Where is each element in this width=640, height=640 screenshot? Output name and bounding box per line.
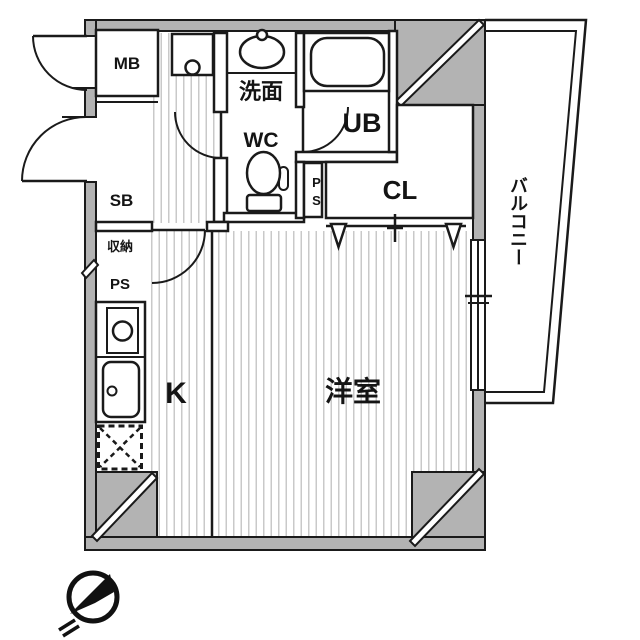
room-label-balcony: バルコニー bbox=[508, 175, 528, 266]
door-swing-mb bbox=[32, 34, 88, 91]
room-label-ps-lower: PS bbox=[109, 276, 130, 293]
washing-machine-icon bbox=[170, 32, 215, 77]
room-label-senmen: 洗面 bbox=[238, 79, 283, 104]
door-swing-kitchen bbox=[151, 228, 206, 284]
partitions bbox=[94, 29, 475, 537]
closet-folding-door bbox=[326, 214, 466, 252]
bathtub-icon bbox=[302, 31, 391, 93]
refrigerator-space-icon bbox=[97, 424, 143, 471]
room-label-yoshitsu: 洋室 bbox=[324, 376, 381, 407]
room-label-kitchen: K bbox=[165, 377, 187, 410]
room-label-sb: SB bbox=[109, 191, 134, 210]
room-label-ub: UB bbox=[342, 108, 382, 138]
compass-icon bbox=[58, 570, 120, 638]
room-label-wc: WC bbox=[243, 129, 279, 152]
window bbox=[465, 239, 492, 391]
room-label-ps-upper: PS bbox=[309, 175, 324, 211]
door-swing-bathroom bbox=[301, 106, 349, 153]
toilet-icon bbox=[245, 150, 289, 213]
room-label-mb: MB bbox=[113, 54, 141, 73]
wall-diagonal-marks bbox=[80, 18, 486, 548]
washbasin-icon bbox=[238, 28, 286, 70]
kitchen-counter bbox=[94, 300, 147, 471]
room-label-shuno: 収納 bbox=[106, 239, 133, 254]
balcony-outline bbox=[485, 18, 588, 405]
kitchen-sink-icon bbox=[101, 360, 141, 419]
room-label-cl: CL bbox=[382, 175, 418, 205]
meter-box bbox=[94, 28, 160, 103]
door-swing-entrance bbox=[21, 116, 87, 183]
door-swing-washroom bbox=[174, 111, 223, 159]
stove-icon bbox=[106, 307, 139, 354]
